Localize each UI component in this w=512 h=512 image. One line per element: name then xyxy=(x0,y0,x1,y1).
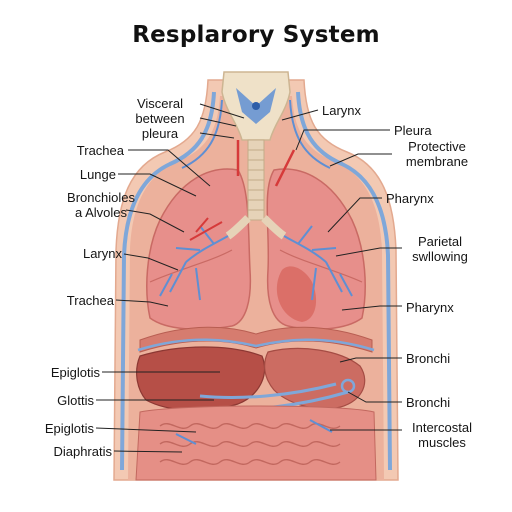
label-epiglotis-top: Epiglotis xyxy=(50,365,100,380)
liver xyxy=(136,346,266,411)
leader-lines xyxy=(95,103,402,453)
bronchi-right xyxy=(283,225,353,301)
vessel-right xyxy=(296,91,392,471)
heart-lobe xyxy=(276,266,317,322)
intestine-folds xyxy=(159,423,341,465)
label-trachea-top: Trachea xyxy=(76,143,124,158)
label-diaphratis: Diaphratis xyxy=(53,444,112,459)
vessel-left xyxy=(120,91,216,471)
label-bronchi-top: Bronchi xyxy=(406,351,451,366)
bronchus-split xyxy=(225,215,287,240)
intestines xyxy=(135,405,377,481)
intestine-blue xyxy=(175,419,333,445)
diaphragm-blue xyxy=(137,338,375,352)
label-epiglotis-bottom: Epiglotis xyxy=(44,421,94,436)
label-lunge: Lunge xyxy=(79,167,116,182)
vessel-right-inner xyxy=(289,99,331,169)
label-larynx-right: Larynx xyxy=(322,103,362,118)
diagram-title: Resplarory System xyxy=(132,22,380,48)
artery-left xyxy=(189,217,223,241)
airflow-right xyxy=(274,149,296,187)
label-glottis: Glottis xyxy=(57,393,94,408)
label-larynx-left: Larynx xyxy=(82,246,122,261)
label-pharynx-top: Pharynx xyxy=(386,191,434,206)
label-pharynx-bottom: Pharynx xyxy=(406,300,454,315)
label-pleura: Pleura xyxy=(394,123,432,138)
lung-right-lobe xyxy=(279,249,363,283)
label-trachea-mid: Trachea xyxy=(66,293,114,308)
bronchi-left xyxy=(159,225,229,301)
lung-left-lobe xyxy=(149,249,233,283)
label-bronchi-bottom: Bronchi xyxy=(406,395,451,410)
